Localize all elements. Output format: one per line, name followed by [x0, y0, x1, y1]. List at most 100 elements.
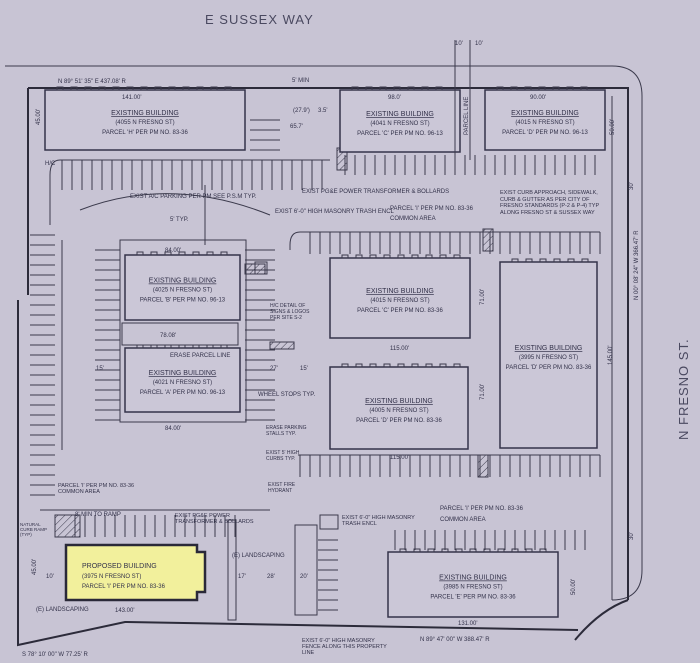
island-mid	[121, 322, 239, 346]
landscape-strip	[227, 519, 237, 621]
building-parcel: PARCEL 'D' PER PM NO. 96-13	[502, 130, 588, 136]
building-title: EXISTING BUILDING	[149, 370, 217, 377]
building-e[interactable]: EXISTING BUILDING(3985 N FRESNO ST)PARCE…	[387, 548, 559, 618]
building-b[interactable]: EXISTING BUILDING(4025 N FRESNO ST)PARCE…	[124, 251, 241, 321]
proposed-address: (3975 N FRESNO ST)	[82, 574, 141, 580]
building-outline	[124, 254, 241, 321]
building-address: (4015 N FRESNO ST)	[370, 298, 429, 304]
building-d-north[interactable]: EXISTING BUILDING(4015 N FRESNO ST)PARCE…	[484, 86, 606, 151]
building-c-north[interactable]: EXISTING BUILDING(4041 N FRESNO ST)PARCE…	[339, 86, 461, 153]
building-parcel: PARCEL 'H' PER PM NO. 83-36	[102, 130, 188, 136]
building-pilaster	[399, 548, 407, 553]
dim: 65.7'	[290, 124, 303, 130]
building-pilaster	[383, 254, 391, 259]
building-pilaster	[566, 86, 574, 91]
building-address: (4055 N FRESNO ST)	[115, 120, 174, 126]
property-line-north-east	[28, 87, 629, 641]
building-pilaster	[365, 86, 373, 91]
note-five-typ: 5' TYP.	[170, 217, 189, 223]
building-pilaster	[407, 86, 415, 91]
drive-aisle	[49, 159, 330, 225]
building-d-tall[interactable]: EXISTING BUILDING(3995 N FRESNO ST)PARCE…	[499, 258, 598, 449]
dim: 20'	[300, 574, 308, 580]
proposed-building[interactable]: PROPOSED BUILDING (3975 N FRESNO ST) PAR…	[64, 543, 207, 602]
building-pilaster	[150, 344, 158, 349]
hc-stall	[244, 263, 266, 275]
dim: 115.00'	[390, 455, 409, 461]
building-pilaster	[539, 258, 547, 263]
building-c[interactable]: EXISTING BUILDING(4015 N FRESNO ST)PARCE…	[329, 254, 471, 339]
hc-ramp	[54, 514, 81, 538]
note-wheel-stops: WHEEL STOPS TYP.	[258, 392, 315, 398]
building-pilaster	[154, 86, 162, 91]
building-pilaster	[525, 548, 533, 553]
building-pilaster	[397, 363, 405, 368]
building-title: EXISTING BUILDING	[515, 345, 583, 352]
building-pilaster	[496, 86, 504, 91]
note-erase-parcel: ERASE PARCEL LINE	[170, 353, 230, 359]
building-pilaster	[196, 86, 204, 91]
building-pilaster	[164, 251, 172, 256]
building-pilaster	[439, 363, 447, 368]
dim: 10'	[46, 574, 54, 580]
building-pilaster	[112, 86, 120, 91]
building-pilaster	[483, 548, 491, 553]
building-outline	[44, 89, 246, 151]
hc-stall	[482, 228, 494, 252]
building-address: (4015 N FRESNO ST)	[515, 120, 574, 126]
building-pilaster	[206, 344, 214, 349]
building-pilaster	[511, 258, 519, 263]
building-a[interactable]: EXISTING BUILDING(4021 N FRESNO ST)PARCE…	[124, 344, 241, 413]
note-parcel-i-south: PARCEL 'I' PER PM NO. 83-36	[440, 506, 524, 512]
parking-stalls	[30, 119, 601, 611]
building-outline	[339, 89, 461, 153]
building-pilaster	[435, 86, 443, 91]
dim: 5' MIN	[292, 78, 309, 84]
dim: 115.00'	[390, 346, 409, 352]
building-pilaster	[341, 254, 349, 259]
building-pilaster	[538, 86, 546, 91]
island-ab	[119, 239, 247, 423]
building-pilaster	[369, 363, 377, 368]
note-trash-south: EXIST 6'-0" HIGH MASONRY TRASH ENCL	[342, 515, 415, 527]
building-pilaster	[580, 86, 588, 91]
building-pilaster	[539, 548, 547, 553]
building-title: EXISTING BUILDING	[111, 110, 179, 117]
dim: 17'	[238, 574, 246, 580]
note-parcel-i-west: PARCEL 'I' PER PM NO. 83-36 COMMON AREA	[58, 483, 134, 495]
building-pilaster	[178, 344, 186, 349]
dim: 98.0'	[388, 95, 401, 101]
building-pilaster	[355, 254, 363, 259]
building-pilaster	[98, 86, 106, 91]
bearing-north: N 89° 51' 35" E 437.08' R	[58, 79, 127, 85]
note-curb-approach: EXIST CURB APPROACH, SIDEWALK, CURB & GU…	[500, 190, 599, 216]
street-label-sussex: E SUSSEX WAY	[205, 12, 314, 27]
building-pilaster	[393, 86, 401, 91]
building-pilaster	[397, 254, 405, 259]
building-pilaster	[210, 86, 218, 91]
building-pilaster	[524, 86, 532, 91]
building-pilaster	[220, 344, 228, 349]
building-address: (4041 N FRESNO ST)	[370, 121, 429, 127]
proposed-building-outline	[64, 543, 207, 602]
building-h[interactable]: EXISTING BUILDING (4055 N FRESNO ST) PARCE…	[44, 86, 246, 151]
building-pilaster	[427, 548, 435, 553]
building-pilaster	[383, 363, 391, 368]
bearing-south: N 89° 47' 00" W 388.47' R	[420, 637, 490, 643]
building-pilaster	[413, 548, 421, 553]
building-parcel: PARCEL 'C' PER PM NO. 83-36	[357, 308, 443, 314]
dim: 15'	[300, 366, 308, 372]
dim: 28'	[267, 574, 275, 580]
building-address: (4025 N FRESNO ST)	[153, 288, 212, 294]
proposed-title: PROPOSED BUILDING	[82, 563, 157, 570]
dim: 10'	[475, 41, 483, 47]
note-pge-north: EXIST PG&E POWER TRANSFORMER & BOLLARDS	[302, 189, 449, 195]
building-pilaster	[351, 86, 359, 91]
building-address: (4021 N FRESNO ST)	[153, 380, 212, 386]
building-pilaster	[341, 363, 349, 368]
building-pilaster	[70, 86, 78, 91]
dim: 45.00'	[32, 559, 38, 575]
building-pilaster	[425, 363, 433, 368]
building-d[interactable]: EXISTING BUILDING(4005 N FRESNO ST)PARCE…	[329, 363, 469, 450]
dim: 145.00'	[608, 346, 614, 366]
